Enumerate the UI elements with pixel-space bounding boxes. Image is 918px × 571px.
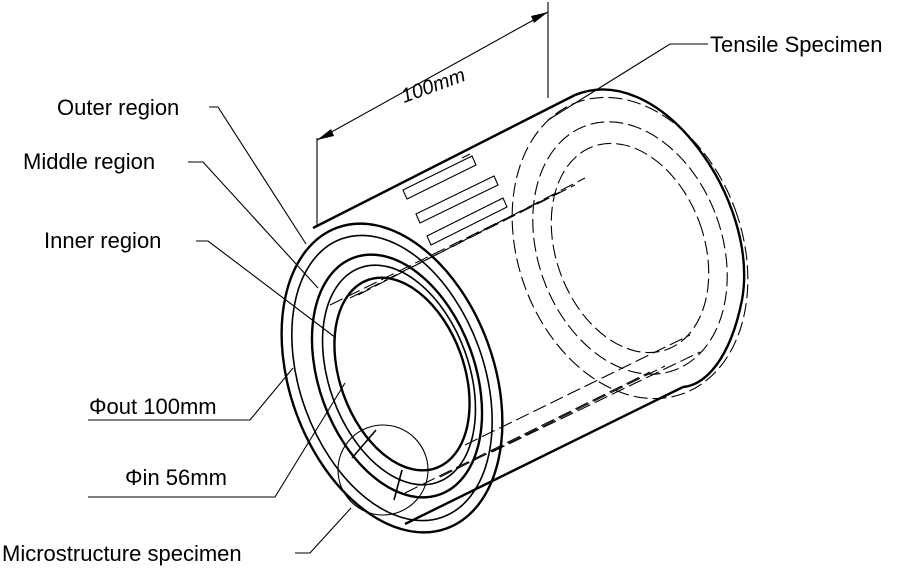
- labels: Tensile Specimen Outer region Middle reg…: [2, 32, 882, 566]
- front-outer-ring: [280, 222, 504, 534]
- length-dimension-text: 100mm: [398, 64, 468, 107]
- arrow-right: [531, 12, 548, 23]
- front-outer-ring-edge: [291, 234, 493, 522]
- label-phi-in: Φin 56mm: [125, 465, 227, 490]
- label-tensile-specimen: Tensile Specimen: [710, 32, 882, 57]
- label-phi-out: Φout 100mm: [89, 394, 217, 419]
- leader-inner: [196, 240, 337, 339]
- tensile-specimen-3: [426, 197, 508, 246]
- microstructure-circle: [337, 424, 429, 516]
- length-dimension: 100mm: [316, 2, 549, 225]
- label-inner-region: Inner region: [44, 228, 161, 253]
- tensile-specimen-1: [402, 155, 477, 200]
- dimension-line: [316, 11, 549, 141]
- bottom-outline: [404, 385, 684, 526]
- bore-depth-lines: [329, 177, 701, 494]
- arrow-left: [317, 129, 334, 140]
- leader-lines: [88, 43, 708, 554]
- leader-phi-in: [88, 382, 346, 498]
- front-inner-bore: [333, 276, 471, 472]
- front-face: [280, 222, 504, 534]
- front-middle-ring-edge: [321, 264, 477, 486]
- leader-phi-out: [88, 367, 294, 421]
- rear-outer-arc: [574, 88, 746, 389]
- label-microstructure-specimen: Microstructure specimen: [2, 541, 242, 566]
- front-middle-ring: [310, 253, 484, 499]
- leader-microstructure: [295, 507, 352, 554]
- label-middle-region: Middle region: [23, 149, 155, 174]
- leader-middle: [188, 161, 319, 289]
- tensile-specimens: [402, 153, 508, 246]
- cylinder-outer-silhouette: [312, 88, 746, 526]
- top-outline: [312, 93, 576, 230]
- label-outer-region: Outer region: [57, 95, 179, 120]
- leader-outer: [209, 106, 307, 245]
- leader-tensile: [547, 43, 708, 121]
- tensile-specimen-2: [415, 175, 499, 224]
